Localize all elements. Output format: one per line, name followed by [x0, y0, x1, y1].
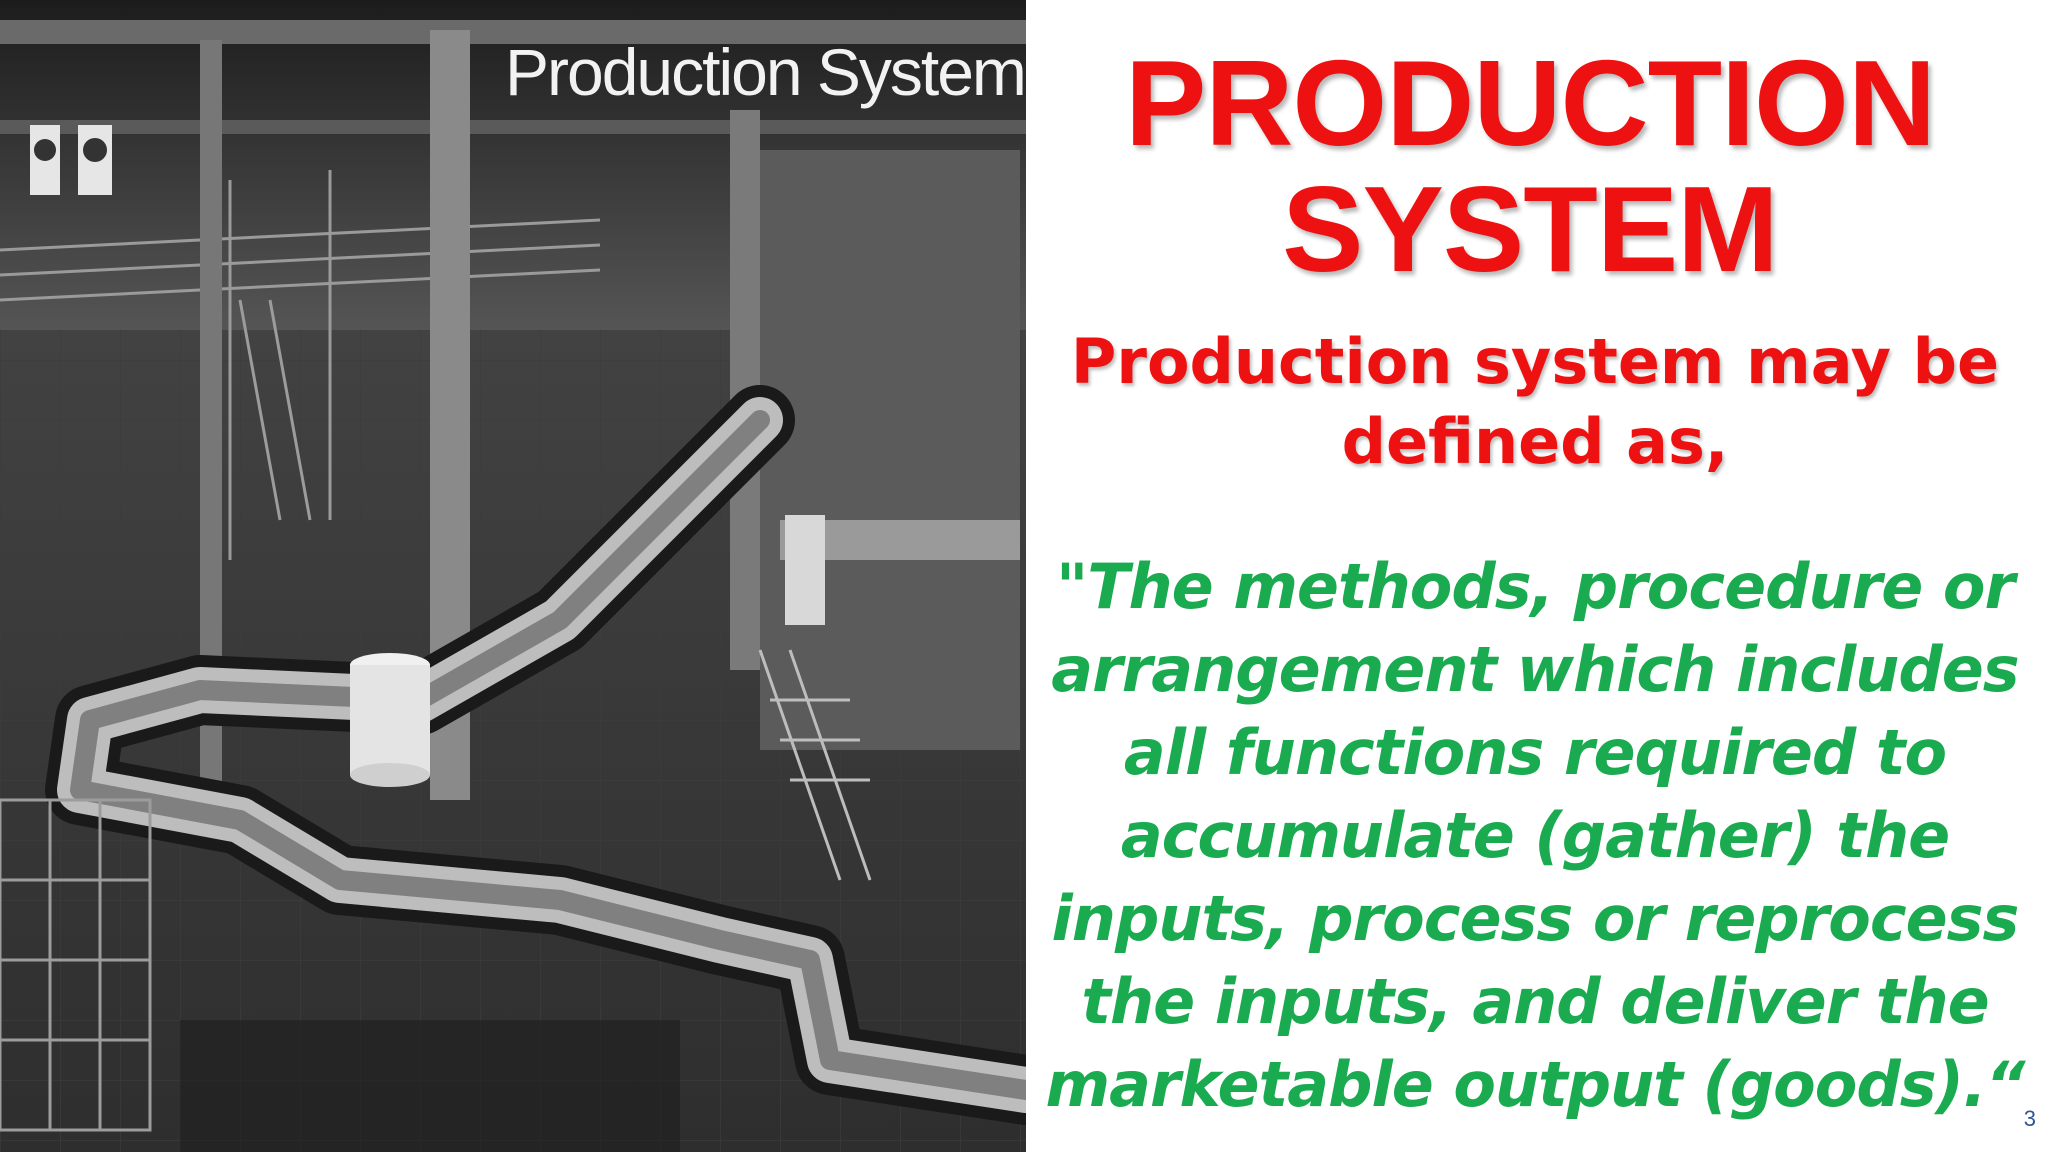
definition-quote: "The methods, procedure or arrangement w… — [1045, 550, 2026, 1121]
photo-caption: Production System — [505, 35, 1026, 109]
page-number: 3 — [2023, 1106, 2036, 1131]
slide-title: PRODUCTION SYSTEM — [1124, 35, 1936, 297]
factory-conveyor-photo — [0, 0, 1026, 1152]
factory-photo: Production System — [0, 0, 1026, 1152]
slide-subtitle: Production system may be defined as, — [1070, 325, 2000, 478]
